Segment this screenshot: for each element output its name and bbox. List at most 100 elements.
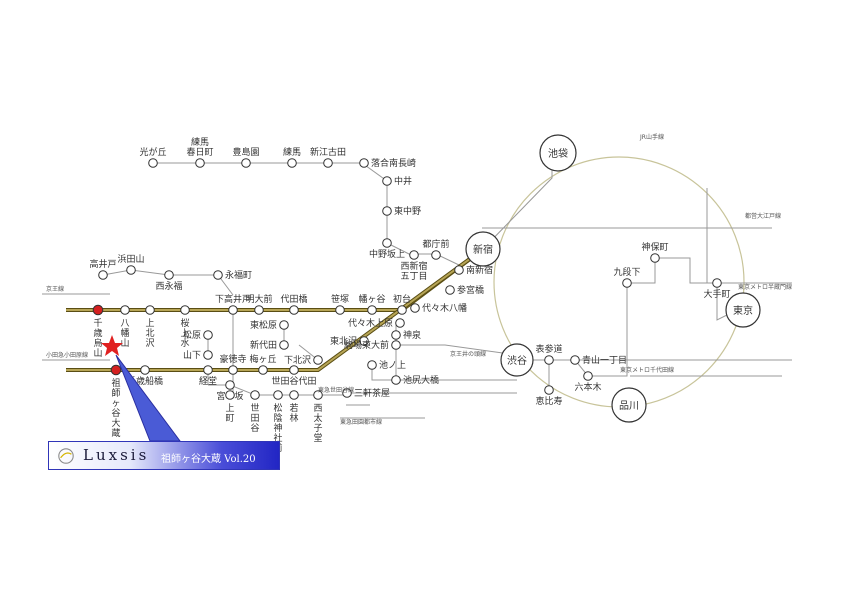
station-setagaya: 世田谷 <box>250 390 260 434</box>
station-label: 池尻大橋 <box>403 374 439 386</box>
station-komaba-todaimae: 駒場東大前 <box>344 339 401 351</box>
station-label: 八 <box>120 319 129 329</box>
station-hatsudai: 初台 <box>393 293 411 315</box>
station-label: 上 <box>180 328 189 339</box>
station-label: 松原 <box>183 329 201 341</box>
station-tochomae: 都庁前 <box>422 238 450 260</box>
station-label: 祖 <box>111 377 120 389</box>
station-daitabashi: 代田橋 <box>280 293 308 315</box>
station-takaido: 高井戸 <box>89 258 117 280</box>
station-hachimanyama: 八幡山 <box>120 305 130 349</box>
station-label: 豊島園 <box>232 146 259 158</box>
station-label: 大手町 <box>703 288 730 300</box>
station-label: 桜 <box>180 317 189 329</box>
station-label: 都庁前 <box>422 238 449 250</box>
station-kudanshita: 九段下 <box>613 266 641 288</box>
station-label: 幡ヶ谷 <box>358 293 385 305</box>
station-label: 沢 <box>145 337 154 349</box>
station-setagaya-daita: 世田谷代田 <box>271 365 317 387</box>
station-label: 東松原 <box>250 319 277 331</box>
station-label: 西新宿 <box>400 260 427 272</box>
station-label: 九段下 <box>613 266 640 278</box>
station-label: 高井戸 <box>89 258 116 270</box>
station-label: 上 <box>145 318 154 329</box>
station-label: 初台 <box>393 293 411 305</box>
station-umegaoka: 梅ヶ丘 <box>249 353 277 375</box>
station-roppongi: 六本木 <box>574 371 602 393</box>
station-label: 永福町 <box>225 269 252 281</box>
station-label: 西永福 <box>155 280 182 292</box>
station-label: 世 <box>250 402 259 414</box>
station-kyodo: 経堂 <box>199 365 217 387</box>
station-yoyogi-uehara: 代々木上原 <box>348 317 405 329</box>
station-label: 山 <box>120 338 129 349</box>
location-star <box>101 335 123 356</box>
station-shin-egota: 新江古田 <box>310 146 346 168</box>
svg-text:JR山手線: JR山手線 <box>639 133 664 141</box>
hub-tokyo: 東京 <box>725 292 761 328</box>
station-ikenoue: 池ノ上 <box>367 359 406 371</box>
station-label: 東北沢 <box>330 335 357 347</box>
station-shindaita: 新代田 <box>250 339 289 351</box>
station-label: 太 <box>313 412 322 424</box>
station-label: 笹塚 <box>331 293 349 305</box>
station-minami-shinjuku: 南新宿 <box>454 264 493 276</box>
station-label: 青山一丁目 <box>582 354 627 366</box>
station-label: 西 <box>313 403 322 414</box>
station-label: 大 <box>111 417 120 429</box>
station-nakano-sakaue: 中野坂上 <box>369 238 405 260</box>
station-label: 烏 <box>93 337 102 349</box>
logo-icon <box>58 448 74 464</box>
station-label: 新代田 <box>250 339 277 351</box>
svg-text:品川: 品川 <box>619 400 639 412</box>
station-eifukucho: 永福町 <box>213 269 252 281</box>
svg-text:東京: 東京 <box>733 304 753 317</box>
station-label: 中井 <box>394 175 412 187</box>
station-label: 浜田山 <box>117 254 144 265</box>
station-label: 光が丘 <box>139 146 166 158</box>
station-label: 蔵 <box>111 427 120 439</box>
svg-text:東京メトロ半蔵門線: 東京メトロ半蔵門線 <box>738 283 792 291</box>
station-label: 山 <box>93 348 102 359</box>
svg-text:池袋: 池袋 <box>548 147 568 160</box>
station-label: 南新宿 <box>466 264 493 276</box>
station-nodes: 光が丘練馬春日町豊島園練馬新江古田落合南長崎中井東中野中野坂上西新宿五丁目都庁前… <box>89 136 730 454</box>
station-matsubara: 松原 <box>183 329 213 341</box>
station-label: 神 <box>273 422 282 434</box>
line-labels: 京王線 小田急小田原線 JR山手線 都営大江戸線 東京メトロ半蔵門線 東京メトロ… <box>46 133 792 426</box>
station-label: 歳 <box>93 327 102 339</box>
station-shimo-takaido: 下高井戸 <box>215 293 251 315</box>
station-ochiai-minaminagasaki: 落合南長崎 <box>359 157 416 169</box>
station-label: 中野坂上 <box>369 248 405 260</box>
station-kami-kitazawa: 上北沢 <box>145 305 155 349</box>
station-yamashita: 山下 <box>183 350 213 361</box>
station-label: 春日町 <box>186 146 213 158</box>
station-label: 梅ヶ丘 <box>249 353 276 365</box>
station-label: 師 <box>111 387 120 399</box>
station-label: 下北沢 <box>284 354 311 366</box>
station-label: 東中野 <box>394 205 421 217</box>
station-label: 子 <box>313 423 322 434</box>
station-label: 陰 <box>273 412 282 424</box>
station-label: 神泉 <box>403 329 421 341</box>
svg-text:渋谷: 渋谷 <box>507 354 527 367</box>
station-higashi-kitazawa: 東北沢 <box>330 335 369 347</box>
station-ebisu: 恵比寿 <box>535 385 563 407</box>
station-sasazuka: 笹塚 <box>331 293 349 315</box>
hub-shibuya: 渋谷 <box>500 343 534 377</box>
station-label: 恵比寿 <box>535 395 562 407</box>
station-label: 幡 <box>120 327 129 339</box>
station-wakabayashi: 若林 <box>289 390 299 424</box>
station-label: 町 <box>225 414 234 424</box>
hub-stations: 池袋 新宿 渋谷 東京 品川 <box>465 134 761 423</box>
svg-text:京王井の頭線: 京王井の頭線 <box>450 350 486 358</box>
station-label: 下高井戸 <box>215 293 251 305</box>
station-hatagaya: 幡ヶ谷 <box>358 293 386 315</box>
station-label: 世田谷代田 <box>271 375 316 387</box>
station-label: 谷 <box>250 423 259 434</box>
hub-shinagawa: 品川 <box>611 387 647 423</box>
